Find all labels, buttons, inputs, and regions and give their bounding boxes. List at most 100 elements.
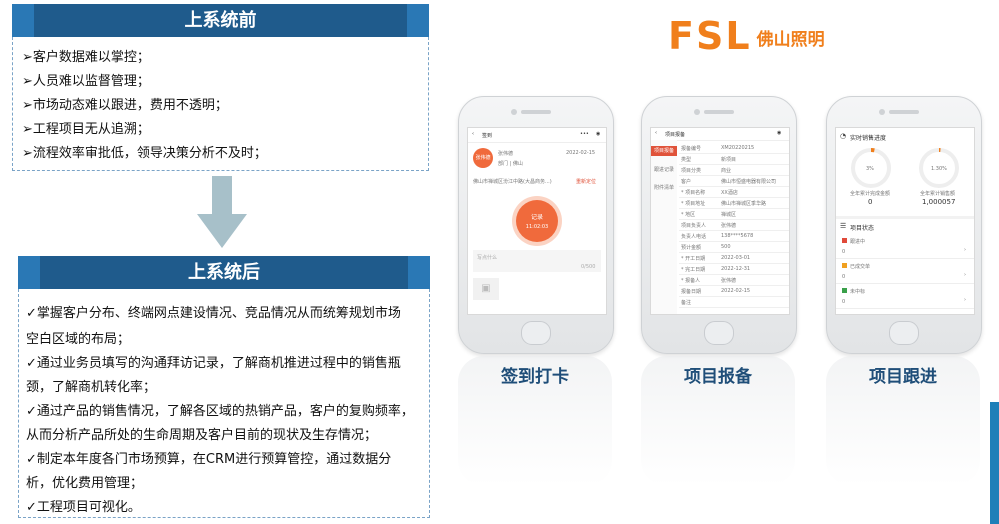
status-count: 0 (842, 249, 846, 255)
note-input[interactable]: 写点什么 0/500 (473, 250, 601, 272)
chevron-right-icon: › (964, 247, 966, 253)
after-line: ✓工程项目可视化。 (26, 500, 141, 515)
back-icon[interactable]: ‹ (472, 131, 474, 137)
gauge-area (851, 148, 959, 188)
before-header: 上系统前 (12, 4, 429, 37)
side-tab[interactable]: 跟进记录 (653, 167, 674, 173)
before-item: ➢市场动态难以跟进，费用不透明； (22, 98, 228, 113)
gauge1-value: 0 (868, 198, 873, 206)
form-label: * 项目名称 (681, 190, 706, 196)
checkin-topbar: 签到 (482, 133, 493, 139)
form-label: * 报备人 (681, 278, 701, 284)
home-button (889, 321, 919, 345)
gauge1-pct: 3% (866, 166, 874, 172)
user-dept: 部门 | 佛山 (498, 161, 523, 167)
home-button (521, 321, 551, 345)
status-count: 0 (842, 274, 846, 280)
after-header: 上系统后 (18, 256, 430, 289)
phone-checkin: ‹ 签到 ••• ◉ 张伟德 张伟德 部门 | 佛山 2022-02-15 佛山… (458, 96, 614, 354)
after-line: 从而分析产品所处的生命周期及客户目前的现状及生存情况； (26, 428, 378, 443)
status-row[interactable]: 跟进中 0 › (836, 234, 974, 259)
form-value[interactable]: 2022-03-01 (721, 255, 751, 261)
form-value[interactable]: 张伟德 (721, 278, 737, 284)
after-line: ✓通过业务员填写的沟通拜访记录，了解商机推进过程中的销售瓶 (26, 356, 401, 371)
form-value[interactable]: 张伟德 (721, 223, 737, 229)
before-item: ➢客户数据难以掌控； (22, 50, 150, 65)
sales-title: 实时销售进度 (850, 135, 887, 142)
after-line: ✓掌握客户分布、终端网点建设情况、竞品情况从而统筹规划市场 (26, 306, 401, 321)
progress-icon: ◔ (840, 132, 847, 140)
report-topbar: 项目报备 (665, 132, 686, 138)
record-label: 记录 (530, 214, 543, 221)
form-label: * 完工日期 (681, 267, 706, 273)
phone-reflection (826, 356, 980, 486)
record-button[interactable]: 记录 11:02:03 (516, 200, 558, 242)
status-label: 已成交单 (850, 264, 871, 270)
before-item: ➢流程效率审批低，领导决策分析不及时； (22, 146, 267, 161)
after-panel: 上系统后 ✓掌握客户分布、终端网点建设情况、竞品情况从而统筹规划市场 空白区域的… (18, 256, 430, 518)
phone-reflection (641, 356, 795, 486)
form-label: * 开工日期 (681, 256, 706, 262)
status-row[interactable]: 已成交单 0 › (836, 259, 974, 284)
form-value[interactable]: 佛山市恒盛电器有限公司 (721, 179, 777, 185)
status-row[interactable]: 未中标 0 › (836, 284, 974, 309)
form-label: 类型 (681, 157, 692, 163)
form-value[interactable]: 商业 (721, 168, 732, 174)
form-value[interactable]: 2022-12-31 (721, 266, 751, 272)
gauge2-pct: 1.30% (931, 166, 947, 172)
gauge-arc-1 (851, 148, 891, 188)
form-value[interactable]: 2022-02-15 (721, 288, 751, 294)
form-label: 备注 (681, 300, 692, 306)
side-tab[interactable]: 项目报备 (651, 146, 677, 156)
down-arrow-icon (197, 176, 247, 248)
status-count: 0 (842, 299, 846, 305)
phone-report: ‹ 项目报备 ◉ 项目报备 跟进记录 附件清单 报备编号 XM20220215 类… (641, 96, 797, 354)
form-label: 客户 (681, 179, 692, 185)
report-sidebar: 项目报备 跟进记录 附件清单 (651, 140, 677, 314)
form-label: 预计金额 (681, 245, 702, 251)
chevron-right-icon: › (964, 272, 966, 278)
form-label: 报备编号 (681, 146, 702, 152)
form-label: * 项目地址 (681, 201, 706, 207)
logo-latin: FSL (668, 14, 752, 58)
gauge2-value: 1,000057 (922, 198, 956, 206)
report-form: 报备编号 XM20220215 类型 新项目 项目分类 商业 客户 佛山市恒盛电器有限公… (679, 142, 789, 314)
form-value[interactable]: XM20220215 (721, 145, 755, 151)
eye-icon[interactable]: ◉ (777, 130, 782, 136)
after-line: 空白区域的布局； (26, 332, 131, 347)
chevron-right-icon: › (964, 297, 966, 303)
form-value[interactable]: 禅城区 (721, 212, 737, 218)
report-screen: ‹ 项目报备 ◉ 项目报备 跟进记录 附件清单 报备编号 XM20220215 类… (650, 127, 790, 315)
status-dot (842, 288, 847, 293)
gauge1-label: 全年累计完成金额 (850, 191, 891, 197)
side-tab[interactable]: 附件清单 (653, 185, 674, 191)
record-time: 11:02:03 (525, 224, 549, 230)
checkin-address: 佛山市禅城区汾江中路(大昌商务...) (473, 179, 552, 185)
status-label: 未中标 (850, 289, 866, 295)
after-title: 上系统后 (188, 262, 260, 283)
form-value[interactable]: 138****5678 (721, 233, 754, 239)
followup-screen: ◔ 实时销售进度 3% 1.30% 全年累计完成金额 全年累计销售额 0 1,0… (835, 127, 975, 315)
before-item: ➢人员难以监督管理； (22, 74, 150, 89)
form-value[interactable]: 500 (721, 244, 731, 250)
form-label: 项目分类 (681, 168, 702, 174)
avatar: 张伟德 (473, 148, 493, 168)
gauge-arc-2 (919, 148, 959, 188)
after-line: ✓制定本年度各门市场预算，在CRM进行预算管控，通过数据分 (26, 452, 392, 467)
target-icon[interactable]: ◉ (596, 131, 601, 137)
logo-cn: 佛山照明 (756, 30, 825, 50)
back-icon[interactable]: ‹ (655, 130, 657, 136)
form-value[interactable]: XX酒店 (721, 190, 738, 196)
more-icon[interactable]: ••• (580, 131, 589, 137)
note-placeholder: 写点什么 (477, 255, 498, 261)
list-icon: ☰ (840, 222, 847, 230)
camera-icon[interactable]: ▣ (473, 278, 499, 300)
caption-followup: 项目跟进 (869, 367, 937, 387)
user-name: 张伟德 (498, 151, 514, 157)
form-value[interactable]: 佛山市禅城区季华路 (721, 201, 767, 207)
checkin-screen: ‹ 签到 ••• ◉ 张伟德 张伟德 部门 | 佛山 2022-02-15 佛山… (467, 127, 607, 315)
before-box (12, 37, 429, 171)
edge-accent-bar (990, 402, 999, 524)
relocate-link[interactable]: 重新定位 (576, 179, 597, 185)
form-value[interactable]: 新项目 (721, 157, 737, 163)
